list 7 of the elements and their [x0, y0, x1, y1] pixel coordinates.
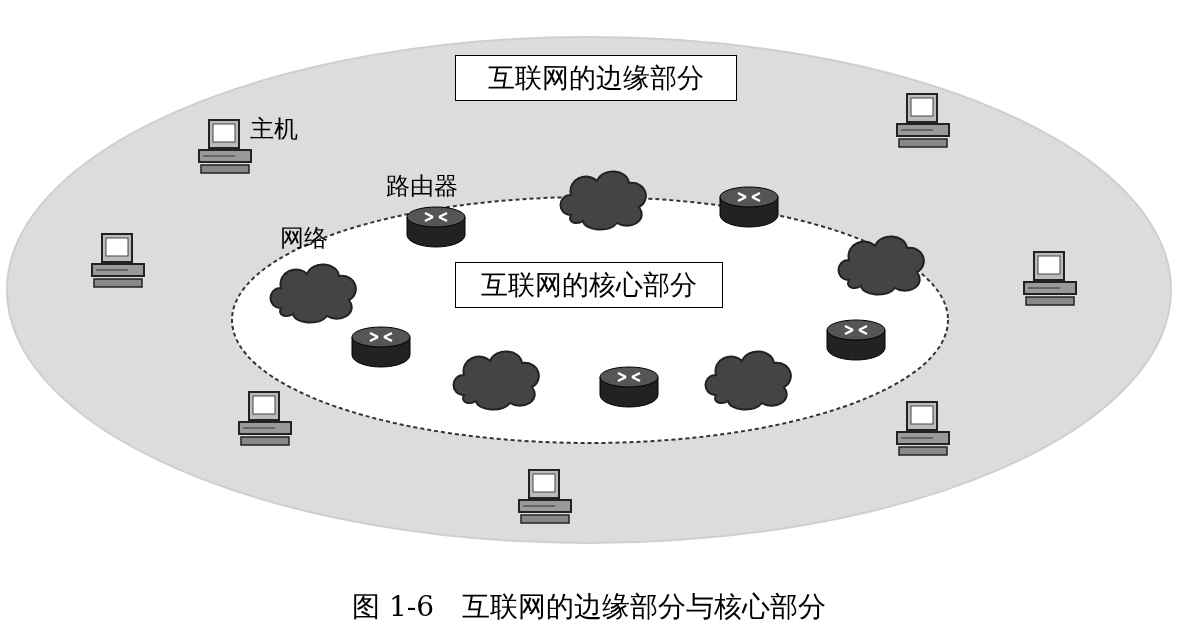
edge-region-ellipse [5, 35, 1173, 545]
figure-caption: 图 1-6 互联网的边缘部分与核心部分 [351, 589, 827, 625]
region-heading: 互联网的边缘部分 [455, 55, 737, 101]
device-label: 路由器 [386, 171, 458, 202]
device-label: 网络 [280, 223, 328, 254]
device-label: 主机 [250, 114, 298, 145]
region-heading: 互联网的核心部分 [455, 262, 723, 308]
